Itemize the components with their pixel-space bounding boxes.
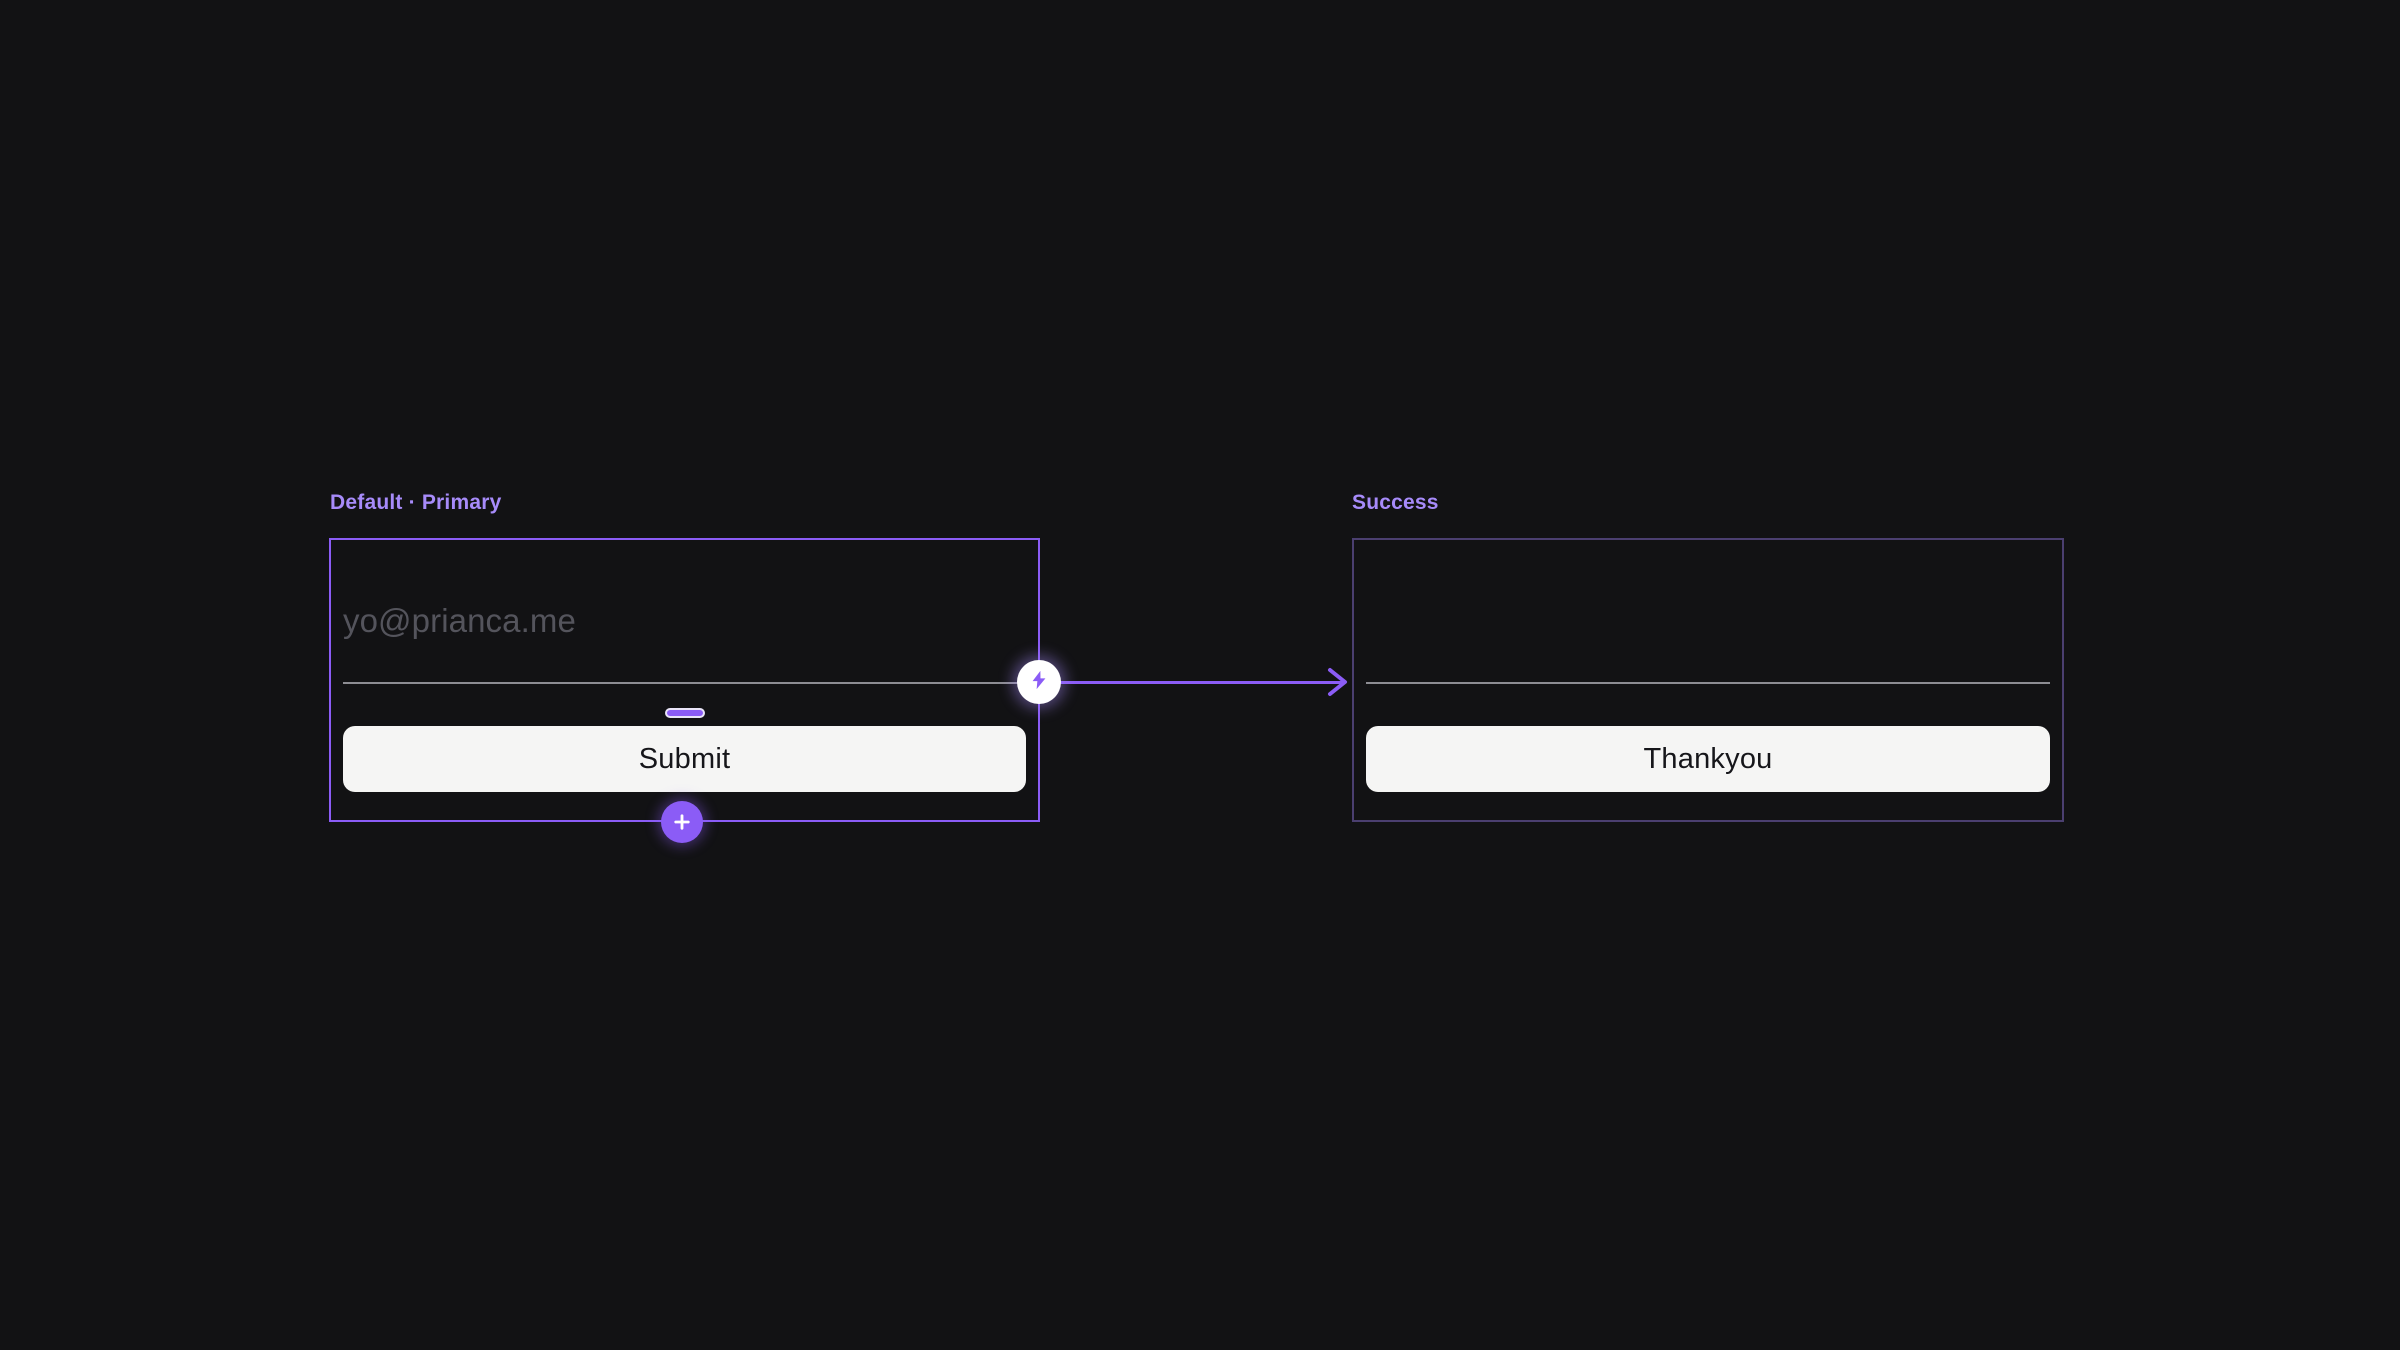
lightning-bolt-node[interactable]	[1017, 660, 1061, 704]
submit-button[interactable]: Submit	[343, 726, 1026, 792]
connector-arrowhead	[1325, 660, 1351, 704]
card-content-success: Thankyou	[1354, 540, 2062, 820]
frame-success[interactable]: Thankyou	[1352, 538, 2064, 822]
lightning-bolt-icon	[1028, 669, 1050, 696]
connector-line[interactable]	[1040, 681, 1342, 684]
thankyou-button[interactable]: Thankyou	[1366, 726, 2050, 792]
add-interaction-button[interactable]	[661, 801, 703, 843]
drag-handle[interactable]	[664, 708, 705, 718]
frame-label-success[interactable]: Success	[1352, 491, 1439, 514]
frame-label-default-primary[interactable]: Default · Primary	[330, 491, 502, 514]
success-divider	[1366, 682, 2050, 684]
input-underline-divider	[343, 682, 1026, 684]
card-content-default: yo@prianca.me Submit	[331, 540, 1038, 820]
plus-icon	[672, 812, 692, 832]
frame-default-primary[interactable]: yo@prianca.me Submit	[329, 538, 1040, 822]
email-input-placeholder[interactable]: yo@prianca.me	[343, 602, 576, 639]
